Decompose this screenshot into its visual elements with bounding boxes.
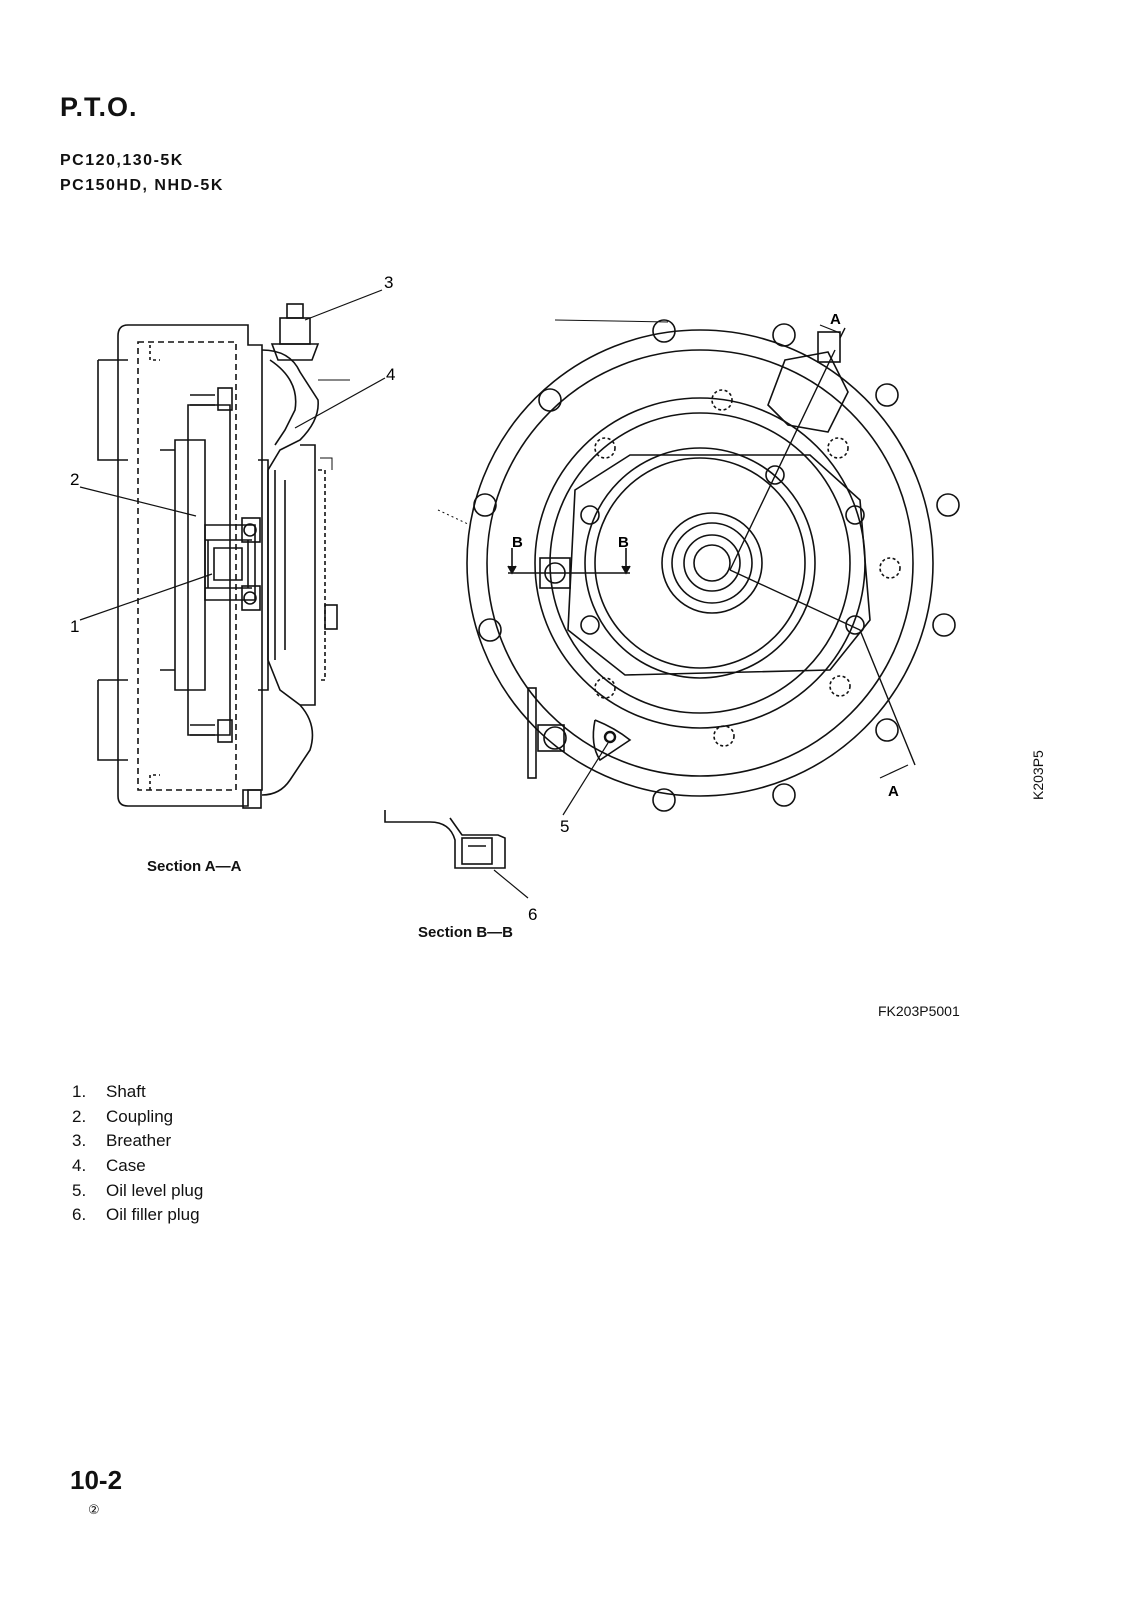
legend-item: 3.Breather [72, 1131, 172, 1151]
callout-oil-level-plug: 5 [560, 817, 569, 836]
caption-section-bb: Section B—B [418, 924, 514, 941]
callout-coupling: 2 [70, 470, 79, 489]
legend-item: 4.Case [72, 1156, 146, 1176]
section-mark-a-bottom: A [888, 783, 899, 800]
section-bb-drawing [384, 810, 506, 869]
outer-bolt-ring [473, 319, 960, 812]
callout-leaders [79, 289, 909, 899]
front-view-drawing [437, 319, 960, 812]
callout-case: 4 [386, 365, 395, 384]
page-number: 10-2 [70, 1465, 123, 1495]
section-mark-a-top: A [830, 311, 841, 328]
caption-section-aa: Section A—A [147, 858, 242, 875]
figure-code: FK203P5001 [878, 1003, 960, 1019]
legend-item: 6.Oil filler plug [72, 1205, 200, 1225]
model-line-1: PC120,130-5K [60, 152, 184, 169]
section-mark-b-left: B [512, 534, 523, 551]
side-figure-code: K203P5 [1030, 750, 1046, 800]
inner-bolt-ring [594, 389, 901, 747]
model-line-2: PC150HD, NHD-5K [60, 177, 224, 194]
legend-item: 2.Coupling [72, 1106, 174, 1126]
callout-breather: 3 [384, 273, 393, 292]
parts-legend: 1.Shaft 2.Coupling 3.Breather 4.Case 5.O… [72, 1082, 203, 1230]
callout-shaft: 1 [70, 617, 79, 636]
section-aa-drawing [97, 303, 350, 809]
legend-item: 1.Shaft [72, 1082, 146, 1101]
callout-oil-filler-plug: 6 [528, 905, 537, 924]
section-mark-b-right: B [618, 534, 629, 551]
legend-item: 5.Oil level plug [72, 1180, 204, 1200]
page-title: P.T.O. [60, 92, 138, 122]
revision-mark: ② [88, 1502, 100, 1517]
